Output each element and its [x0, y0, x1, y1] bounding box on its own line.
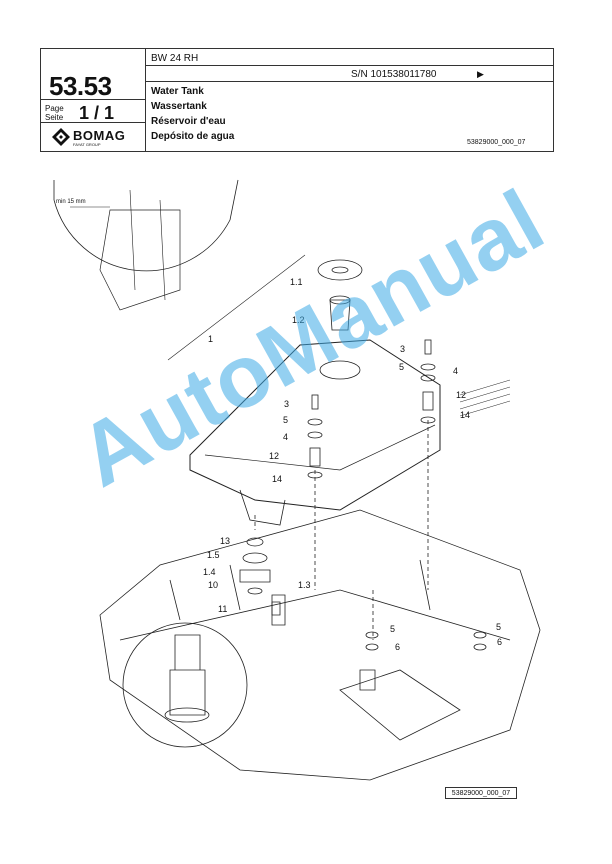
serial-number: S/N 101538011780 — [351, 69, 437, 80]
bomag-logo: BOMAG FAYAT GROUP — [51, 127, 141, 149]
callout-4: 4 — [453, 366, 458, 376]
header-rule — [145, 81, 553, 82]
detail-circle — [53, 199, 231, 272]
arrow-right-icon: ▶ — [477, 69, 484, 79]
model-name: BW 24 RH — [151, 53, 199, 64]
callout-5: 5 — [496, 622, 501, 632]
header-rule — [145, 65, 553, 66]
callout-14: 14 — [272, 474, 282, 484]
header-rule — [41, 122, 145, 123]
callout-1: 1 — [208, 334, 213, 344]
callout-1-5: 1.5 — [207, 550, 220, 560]
title-fr: Réservoir d'eau — [151, 116, 226, 127]
header-rule — [41, 99, 145, 100]
callout-12: 12 — [269, 451, 279, 461]
bomag-diamond-icon — [52, 128, 70, 146]
title-es: Depósito de agua — [151, 131, 235, 142]
detail-dimension: min 15 mm — [56, 199, 86, 205]
callout-1-3: 1.3 — [298, 580, 311, 590]
callout-13: 13 — [220, 536, 230, 546]
callout-1-4: 1.4 — [203, 567, 216, 577]
header-divider — [145, 49, 146, 151]
callout-3: 3 — [284, 399, 289, 409]
callout-1-1: 1.1 — [290, 277, 303, 287]
callout-12: 12 — [456, 390, 466, 400]
reference-label: 53829000_000_07 — [445, 787, 517, 799]
document-id: 53829000_000_07 — [467, 139, 526, 146]
callout-5: 5 — [399, 362, 404, 372]
callout-5: 5 — [283, 415, 288, 425]
callout-10: 10 — [208, 580, 218, 590]
callout-6: 6 — [497, 637, 502, 647]
page-number: 53.53 — [49, 71, 112, 101]
callout-4: 4 — [283, 432, 288, 442]
callout-5: 5 — [390, 624, 395, 634]
callout-6: 6 — [395, 642, 400, 652]
callout-14: 14 — [460, 410, 470, 420]
page-fraction: 1 / 1 — [79, 103, 115, 123]
callout-3: 3 — [400, 344, 405, 354]
title-de: Wassertank — [151, 101, 207, 112]
title-en: Water Tank — [151, 86, 204, 97]
callout-11: 11 — [218, 604, 227, 614]
callout-1-2: 1.2 — [292, 315, 305, 325]
water-tank-exploded-diagram: 1.1 1.2 1 3 5 4 12 14 3 5 4 12 14 13 1.5… — [53, 179, 541, 781]
